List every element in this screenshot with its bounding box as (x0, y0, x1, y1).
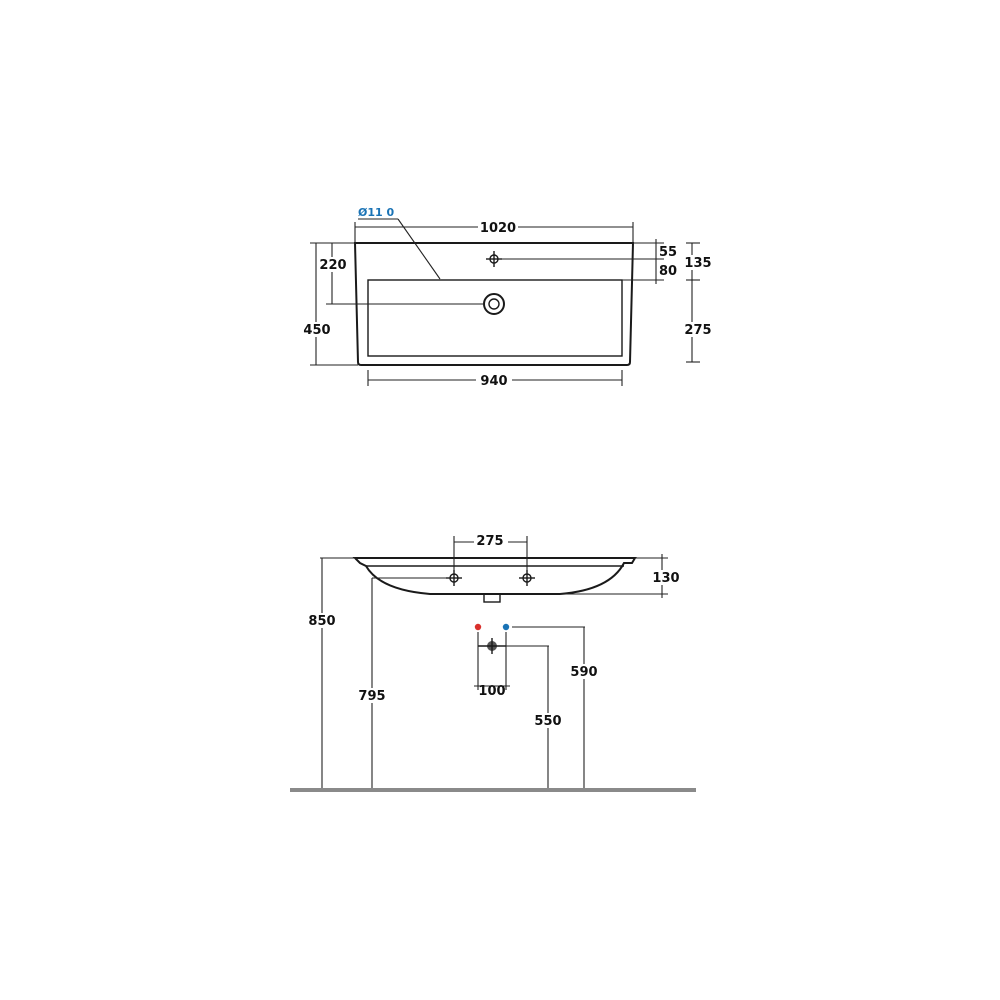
dim-edge-to-tap: 55 (659, 245, 677, 260)
dim-tap-to-waste: 220 (319, 258, 346, 273)
hot-supply-icon (474, 623, 482, 631)
tap-hole-right-icon (519, 570, 535, 586)
dim-supply-height: 590 (570, 665, 597, 680)
dim-total-height: 850 (308, 614, 335, 629)
basin-outline (353, 242, 635, 366)
dim-hole-spacing: 275 (476, 534, 503, 549)
dim-supply-spacing: 100 (478, 684, 505, 699)
dim-width-overall: 1020 (480, 221, 516, 236)
dim-depth-overall: 450 (303, 323, 330, 338)
hole-leader (397, 218, 441, 280)
basin-bowl (367, 279, 623, 357)
waste-spigot (483, 593, 501, 603)
hole-diameter-label: Ø11 0 (358, 206, 394, 219)
dim-width-basin: 940 (480, 374, 507, 389)
dim-waste-height: 795 (358, 689, 385, 704)
top-view: Ø11 0 1020 940 450 220 55 80 (302, 206, 714, 389)
waste-hole-icon (483, 293, 505, 315)
dim-bowl-depth: 275 (684, 323, 711, 338)
tap-hole-left-icon (446, 570, 462, 586)
dim-tap-to-bowl: 80 (659, 264, 677, 279)
dim-drain-height: 550 (534, 714, 561, 729)
hole-callout: Ø11 0 (358, 206, 398, 220)
cold-supply-icon (502, 623, 510, 631)
tap-hole-icon (486, 251, 502, 267)
dim-bowl-height: 130 (652, 571, 679, 586)
dim-edge-to-bowl: 135 (684, 256, 711, 271)
basin-profile (352, 557, 637, 595)
floor-line (290, 788, 696, 792)
side-view: 275 130 850 795 100 590 (290, 533, 696, 792)
